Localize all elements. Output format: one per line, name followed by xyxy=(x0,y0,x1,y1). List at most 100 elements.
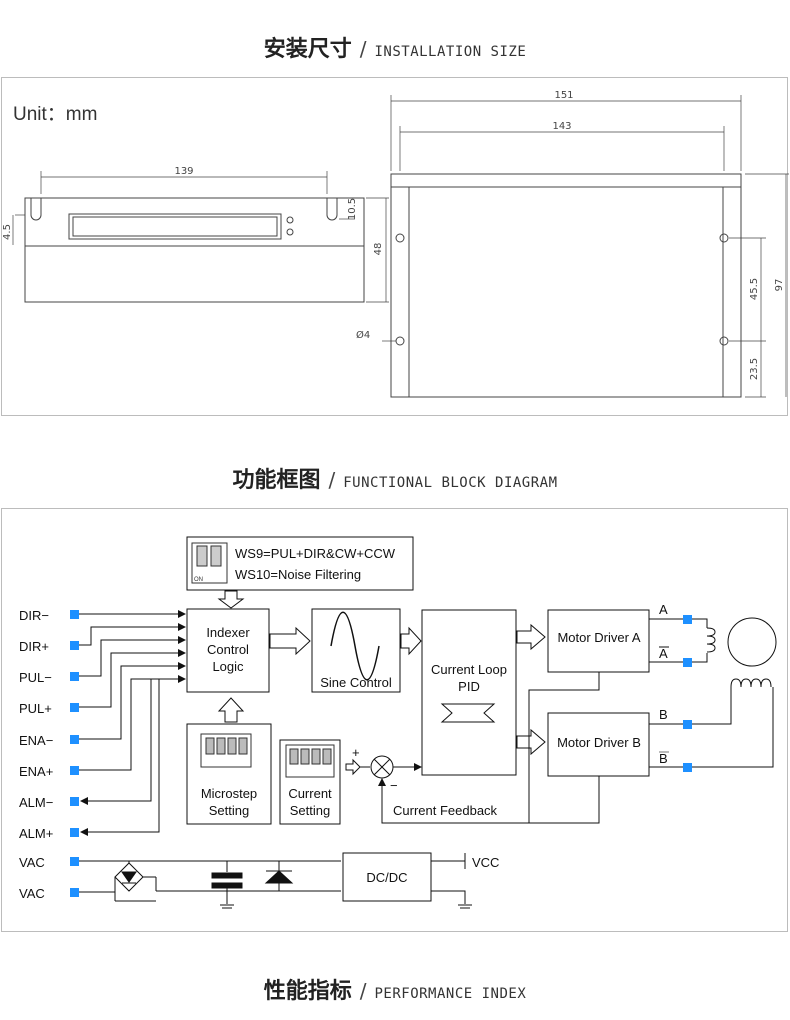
signal-label: DIR− xyxy=(19,608,49,623)
vcc-label: VCC xyxy=(472,855,499,870)
motor-driver-b-label: Motor Driver B xyxy=(557,735,641,750)
terminal xyxy=(70,766,79,775)
signal-label: ALM+ xyxy=(19,826,53,841)
feedback-wiring xyxy=(378,672,600,824)
led-indicator-1 xyxy=(286,216,294,224)
indexer-line: Control xyxy=(207,642,249,657)
sine-control-label: Sine Control xyxy=(320,675,392,690)
indexer-line: Logic xyxy=(212,659,244,674)
dc-dc-label: DC/DC xyxy=(366,870,407,885)
section-title-cn: 安装尺寸 xyxy=(263,37,352,62)
front-view xyxy=(12,171,389,303)
installation-drawing: Unit：mm 139 4.5 10.5 48 xyxy=(2,90,790,398)
block-diagram-panel: ON WS9=PUL+DIR&CW+CCW WS10=Noise Filteri… xyxy=(1,508,788,932)
section-title-en: PERFORMANCE INDEX xyxy=(374,986,527,1002)
terminal xyxy=(70,641,79,650)
motor-driver-a-block: Motor Driver A xyxy=(547,609,650,673)
dim-10-5: 10.5 xyxy=(347,198,358,220)
hollow-arrow-right xyxy=(516,623,546,651)
hollow-arrow-right xyxy=(345,758,361,776)
power-wiring xyxy=(79,853,472,909)
signal-label: VAC xyxy=(19,855,45,870)
dim-hole-4: Ø4 xyxy=(356,329,370,341)
dim-23-5: 23.5 xyxy=(749,358,760,380)
unit-label: Unit：mm xyxy=(13,104,97,125)
signal-label: ALM− xyxy=(19,795,53,810)
current-loop-line: Current Loop xyxy=(431,662,507,677)
signal-label: ENA− xyxy=(19,733,53,748)
terminal xyxy=(70,857,79,866)
terminal xyxy=(70,735,79,744)
section-title-en: FUNCTIONAL BLOCK DIAGRAM xyxy=(343,475,558,491)
front-view-bottom-body xyxy=(24,245,365,303)
terminal xyxy=(683,615,692,624)
section-title-en: INSTALLATION SIZE xyxy=(374,44,527,60)
dim-48: 48 xyxy=(373,243,384,256)
sine-control-block: Sine Control xyxy=(311,608,401,693)
mount-hole xyxy=(395,336,405,346)
section-title-separator: / xyxy=(359,37,367,61)
signal-label: VAC xyxy=(19,886,45,901)
top-view-body xyxy=(390,173,742,398)
dim-45-5: 45.5 xyxy=(749,278,760,300)
hollow-arrow-right xyxy=(269,626,311,656)
mount-hole xyxy=(719,336,729,346)
terminal xyxy=(70,828,79,837)
dim-4-5: 4.5 xyxy=(2,224,13,240)
dim-151: 151 xyxy=(554,90,573,101)
current-loop-pid-block: Current Loop PID xyxy=(421,609,517,776)
installation-size-panel: Unit：mm 139 4.5 10.5 48 xyxy=(1,77,790,416)
output-a-bar-label: A xyxy=(659,646,668,661)
signal-label: ENA+ xyxy=(19,764,53,779)
microstep-line: Setting xyxy=(209,803,249,818)
current-setting-line: Current xyxy=(288,786,332,801)
summing-junction xyxy=(370,755,394,779)
indexer-control-logic-block: Indexer Control Logic xyxy=(186,608,270,693)
section-title-separator: / xyxy=(359,979,367,1003)
mount-slot-left xyxy=(30,198,42,221)
dim-97: 97 xyxy=(774,279,785,292)
terminal xyxy=(70,797,79,806)
hollow-arrow-down xyxy=(217,590,245,609)
front-display-window xyxy=(68,213,282,240)
terminal xyxy=(70,672,79,681)
terminal xyxy=(683,658,692,667)
current-feedback-label: Current Feedback xyxy=(393,803,498,818)
mount-slot-right xyxy=(326,198,338,221)
mount-hole xyxy=(395,233,405,243)
output-b-bar-label: B xyxy=(659,751,668,766)
signal-label: DIR+ xyxy=(19,639,49,654)
dip-on-label: ON xyxy=(194,577,203,583)
section-title-cn: 性能指标 xyxy=(263,979,352,1004)
hollow-arrow-right xyxy=(516,728,546,756)
section-title-functional: 功能框图/FUNCTIONAL BLOCK DIAGRAM xyxy=(0,462,790,494)
microstep-setting-block: Microstep Setting xyxy=(186,697,272,825)
block-diagram: ON WS9=PUL+DIR&CW+CCW WS10=Noise Filteri… xyxy=(19,536,777,909)
motor-driver-b-block: Motor Driver B xyxy=(547,712,650,777)
current-loop-line: PID xyxy=(458,679,480,694)
dim-139: 139 xyxy=(174,166,193,177)
hollow-arrow-right xyxy=(400,626,422,656)
input-wiring xyxy=(79,610,186,836)
dc-dc-block: DC/DC xyxy=(342,852,432,902)
motor-icon xyxy=(727,617,777,667)
signal-inputs: DIR− DIR+ PUL− PUL+ ENA− ENA+ ALM− ALM+ … xyxy=(19,608,79,901)
minus-sign: − xyxy=(390,778,398,793)
section-title-cn: 功能框图 xyxy=(232,468,321,493)
output-b-label: B xyxy=(659,707,668,722)
signal-label: PUL+ xyxy=(19,701,52,716)
dip-ws10-label: WS10=Noise Filtering xyxy=(235,567,361,582)
top-view xyxy=(382,95,790,398)
terminal xyxy=(683,720,692,729)
mount-hole xyxy=(719,233,729,243)
motor-driver-a-label: Motor Driver A xyxy=(557,630,640,645)
front-display-inner xyxy=(72,216,278,237)
current-setting-block: Current Setting xyxy=(279,739,341,825)
section-title-performance: 性能指标 / PERFORMANCE INDEX xyxy=(0,973,790,1005)
output-a-label: A xyxy=(659,602,668,617)
indexer-line: Indexer xyxy=(206,625,250,640)
dip-ws9-label: WS9=PUL+DIR&CW+CCW xyxy=(235,546,396,561)
led-indicator-2 xyxy=(286,228,294,236)
terminal xyxy=(683,763,692,772)
terminal xyxy=(70,888,79,897)
